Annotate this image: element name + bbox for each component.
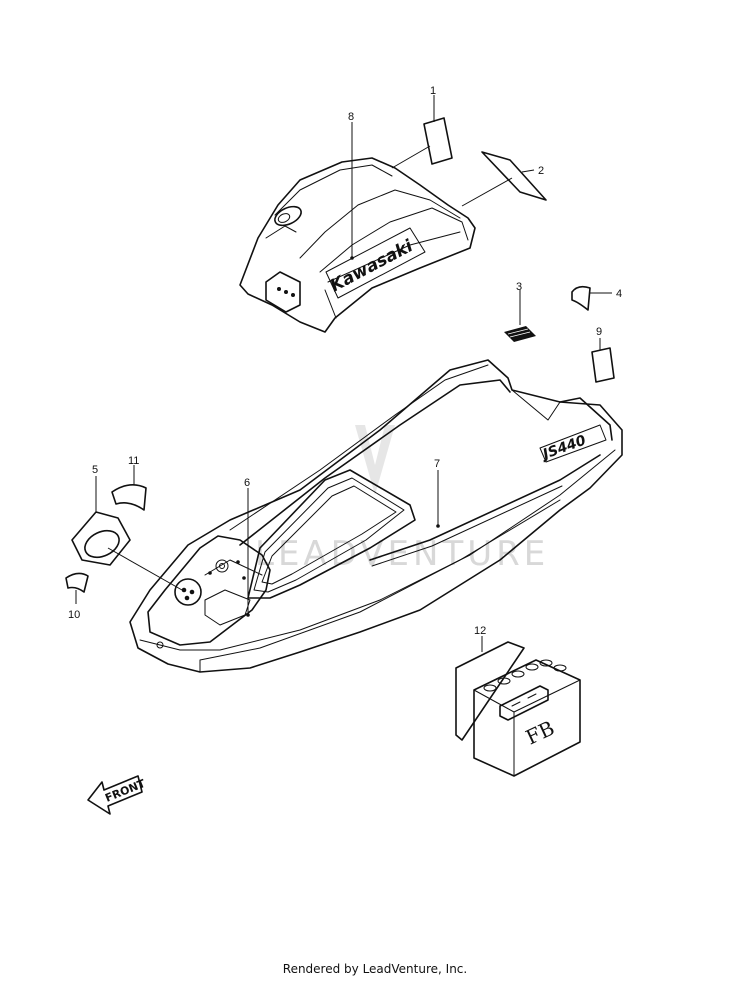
callout-4: 4	[616, 288, 622, 300]
decal-part-4	[571, 285, 591, 311]
callout-12: 12	[474, 625, 486, 637]
engine-hood: Kawasaki	[239, 157, 476, 333]
callout-6: 6	[244, 477, 250, 489]
battery-label: FB	[522, 716, 558, 750]
hull: JS440	[129, 359, 623, 673]
watermark-text: LEADVENTURE	[255, 534, 549, 574]
callout-10: 10	[68, 609, 80, 621]
front-direction-arrow: FRONT	[87, 775, 148, 815]
callout-7: 7	[434, 458, 440, 470]
hull-model-decal: JS440	[538, 432, 588, 463]
steering-pad-part-5	[71, 511, 131, 566]
callout-2: 2	[538, 165, 544, 177]
decal-part-11	[111, 484, 147, 511]
callout-1: 1	[430, 85, 436, 97]
callout-numbers: 1 2 3 4 5 6 7 8 9 10 11 12	[68, 85, 622, 637]
leader-dots	[246, 256, 440, 617]
callout-5: 5	[92, 464, 98, 476]
callout-11: 11	[128, 455, 139, 467]
callout-8: 8	[348, 111, 354, 123]
callout-3: 3	[516, 281, 522, 293]
decal-part-1	[423, 117, 453, 165]
decal-part-9	[591, 347, 615, 383]
battery-part-12: FB	[455, 641, 581, 777]
footer-credit: Rendered by LeadVenture, Inc.	[282, 962, 468, 976]
decal-part-2	[481, 151, 547, 201]
callout-9: 9	[596, 326, 602, 338]
leader-lines	[75, 95, 612, 652]
decal-part-3	[504, 326, 536, 342]
decal-part-10	[65, 572, 89, 593]
